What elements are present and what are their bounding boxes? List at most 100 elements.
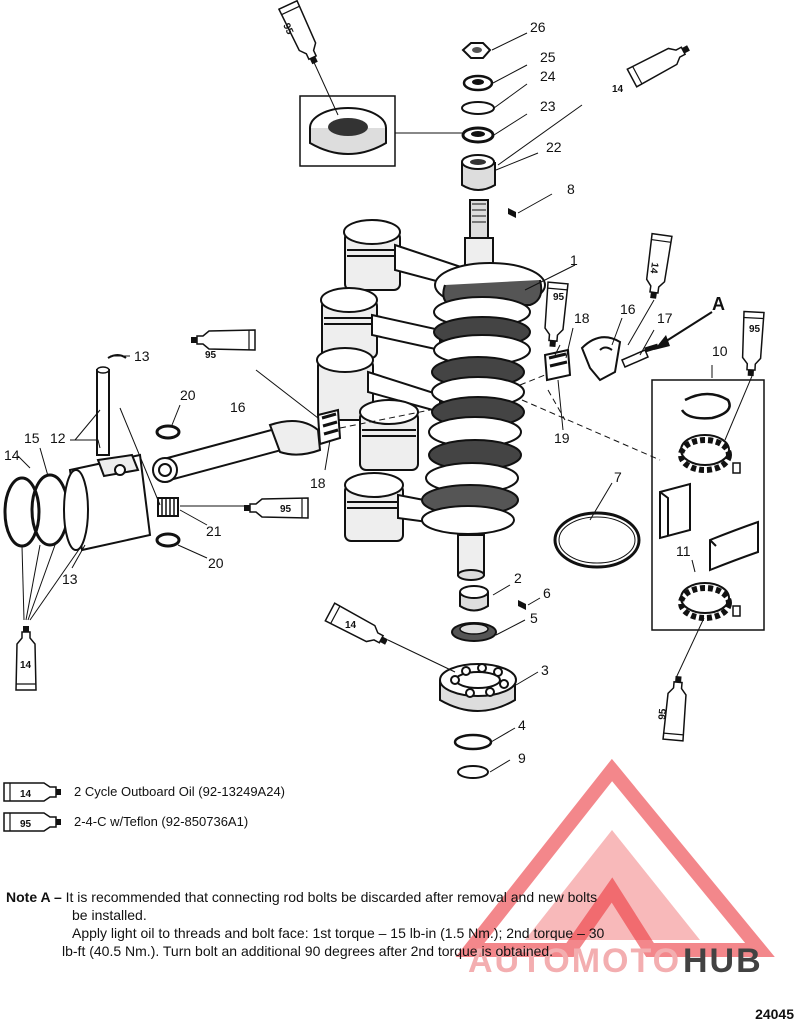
tube-95-center: 95 [541, 281, 569, 356]
part-10-roller-cage [678, 434, 732, 473]
callout-16-right: 16 [620, 301, 636, 317]
callout-labels: 1 2 3 4 5 6 7 8 9 10 11 12 13 13 14 15 1… [4, 19, 728, 766]
callout-6: 6 [543, 585, 551, 601]
part-17-rod-bolt [621, 343, 659, 368]
seal-detail-inset [299, 95, 462, 167]
part-12-piston-pin [96, 366, 110, 456]
svg-text:95: 95 [657, 708, 669, 720]
reference-letter-a: A [712, 294, 725, 314]
callout-19: 19 [554, 430, 570, 446]
tube-95-top: 95 [278, 0, 339, 116]
callout-15: 15 [24, 430, 40, 446]
callout-7: 7 [614, 469, 622, 485]
svg-text:95: 95 [280, 22, 295, 37]
note-a: Note A – It is recommended that connecti… [6, 888, 726, 960]
svg-text:14: 14 [20, 660, 32, 671]
note-label: Note A – [6, 889, 62, 905]
part-2-roller-bearing [459, 585, 489, 612]
part-10-retainer-ring [680, 392, 731, 420]
part-21-needle-bearing [157, 497, 179, 517]
bearing-race-halves [659, 482, 759, 572]
callout-13-upper: 13 [134, 348, 150, 364]
part-20-washer-lower [155, 532, 181, 548]
piston-lower-right [359, 399, 419, 471]
callout-3: 3 [541, 662, 549, 678]
tube-14-right: 14 [627, 232, 673, 346]
piston-left [63, 453, 152, 552]
part-11-roller-cage [678, 582, 732, 621]
part-26-nut [461, 42, 492, 59]
legend-oil-text: 2 Cycle Outboard Oil (92-13249A24) [74, 784, 286, 799]
note-line-1: It is recommended that connecting rod bo… [65, 889, 598, 905]
tube-14-bottom-left: 14 [15, 625, 37, 691]
assembly-dashed-lines [339, 374, 661, 461]
callout-22: 22 [546, 139, 562, 155]
svg-text:95: 95 [205, 350, 217, 361]
part-16-connecting-rod [152, 420, 322, 483]
arrow-a-head [654, 335, 670, 350]
part-13-lockring-upper [107, 354, 127, 359]
callout-24: 24 [540, 68, 556, 84]
part-14-piston-ring [3, 476, 41, 548]
callout-10: 10 [712, 343, 728, 359]
note-line-2: be installed. [72, 907, 147, 923]
tube-95-rod-upper: 95 [190, 329, 319, 419]
svg-text:14: 14 [345, 620, 357, 631]
part-16-rod-cap [580, 336, 622, 382]
callout-9: 9 [518, 750, 526, 766]
part-9-o-ring [457, 765, 489, 779]
callout-26: 26 [530, 19, 546, 35]
part-6-key [518, 600, 526, 610]
tube-14-upper-right: 14 [497, 38, 694, 166]
part-5-nut [451, 622, 497, 642]
svg-text:95: 95 [20, 819, 32, 830]
svg-text:14: 14 [20, 789, 32, 800]
note-line-3: Apply light oil to threads and bolt face… [72, 925, 605, 941]
callout-1: 1 [570, 252, 578, 268]
part-18-bearing-right [543, 348, 572, 382]
callout-12: 12 [50, 430, 66, 446]
note-line-4: lb-ft (40.5 Nm.). Turn bolt an additiona… [62, 943, 554, 959]
callout-8: 8 [567, 181, 575, 197]
svg-text:95: 95 [280, 504, 292, 515]
part-4-retaining-ring [453, 733, 493, 751]
legend-tube-14: 14 [3, 782, 61, 802]
part-18-bearing-left [316, 408, 342, 446]
callout-20-upper: 20 [180, 387, 196, 403]
tube-95-bottom-right: 95 [657, 617, 705, 742]
watermark-logo: AUTOMOTO HUB [455, 758, 775, 980]
callout-17: 17 [657, 310, 673, 326]
svg-text:95: 95 [749, 324, 761, 335]
tube-95-box: 95 [724, 310, 765, 441]
part-7-seal-ring [544, 511, 641, 569]
watermark-auto: AUTOMOTO [468, 942, 681, 980]
callout-18-right: 18 [574, 310, 590, 326]
crankshaft-assembly [316, 199, 546, 581]
part-25-washer [462, 74, 494, 92]
main-bearing-detail-box [651, 379, 765, 631]
callout-21: 21 [206, 523, 222, 539]
callout-18-left: 18 [310, 475, 326, 491]
callout-13-lower: 13 [62, 571, 78, 587]
svg-text:14: 14 [612, 84, 624, 95]
piston-upper-left [343, 219, 471, 292]
callout-16-left: 16 [230, 399, 246, 415]
part-15-piston-ring [30, 473, 70, 547]
figure-id: 24045 [755, 1006, 794, 1022]
leader-lines [17, 32, 713, 773]
callout-11: 11 [676, 543, 691, 559]
part-8-key [508, 208, 516, 218]
tube-14-bottom-center: 14 [324, 602, 456, 673]
watermark-hub: HUB [683, 942, 763, 980]
callout-5: 5 [530, 610, 538, 626]
part-24-o-ring [461, 101, 495, 115]
legend-grease-text: 2-4-C w/Teflon (92-850736A1) [74, 814, 249, 829]
arrow-a [659, 311, 713, 346]
callout-2: 2 [514, 570, 522, 586]
tube-95-rod-lower: 95 [180, 497, 309, 519]
callout-4: 4 [518, 717, 526, 733]
piston-lower-mid [316, 347, 441, 421]
callout-23: 23 [540, 98, 556, 114]
part-22-roller-bearing [461, 154, 496, 191]
